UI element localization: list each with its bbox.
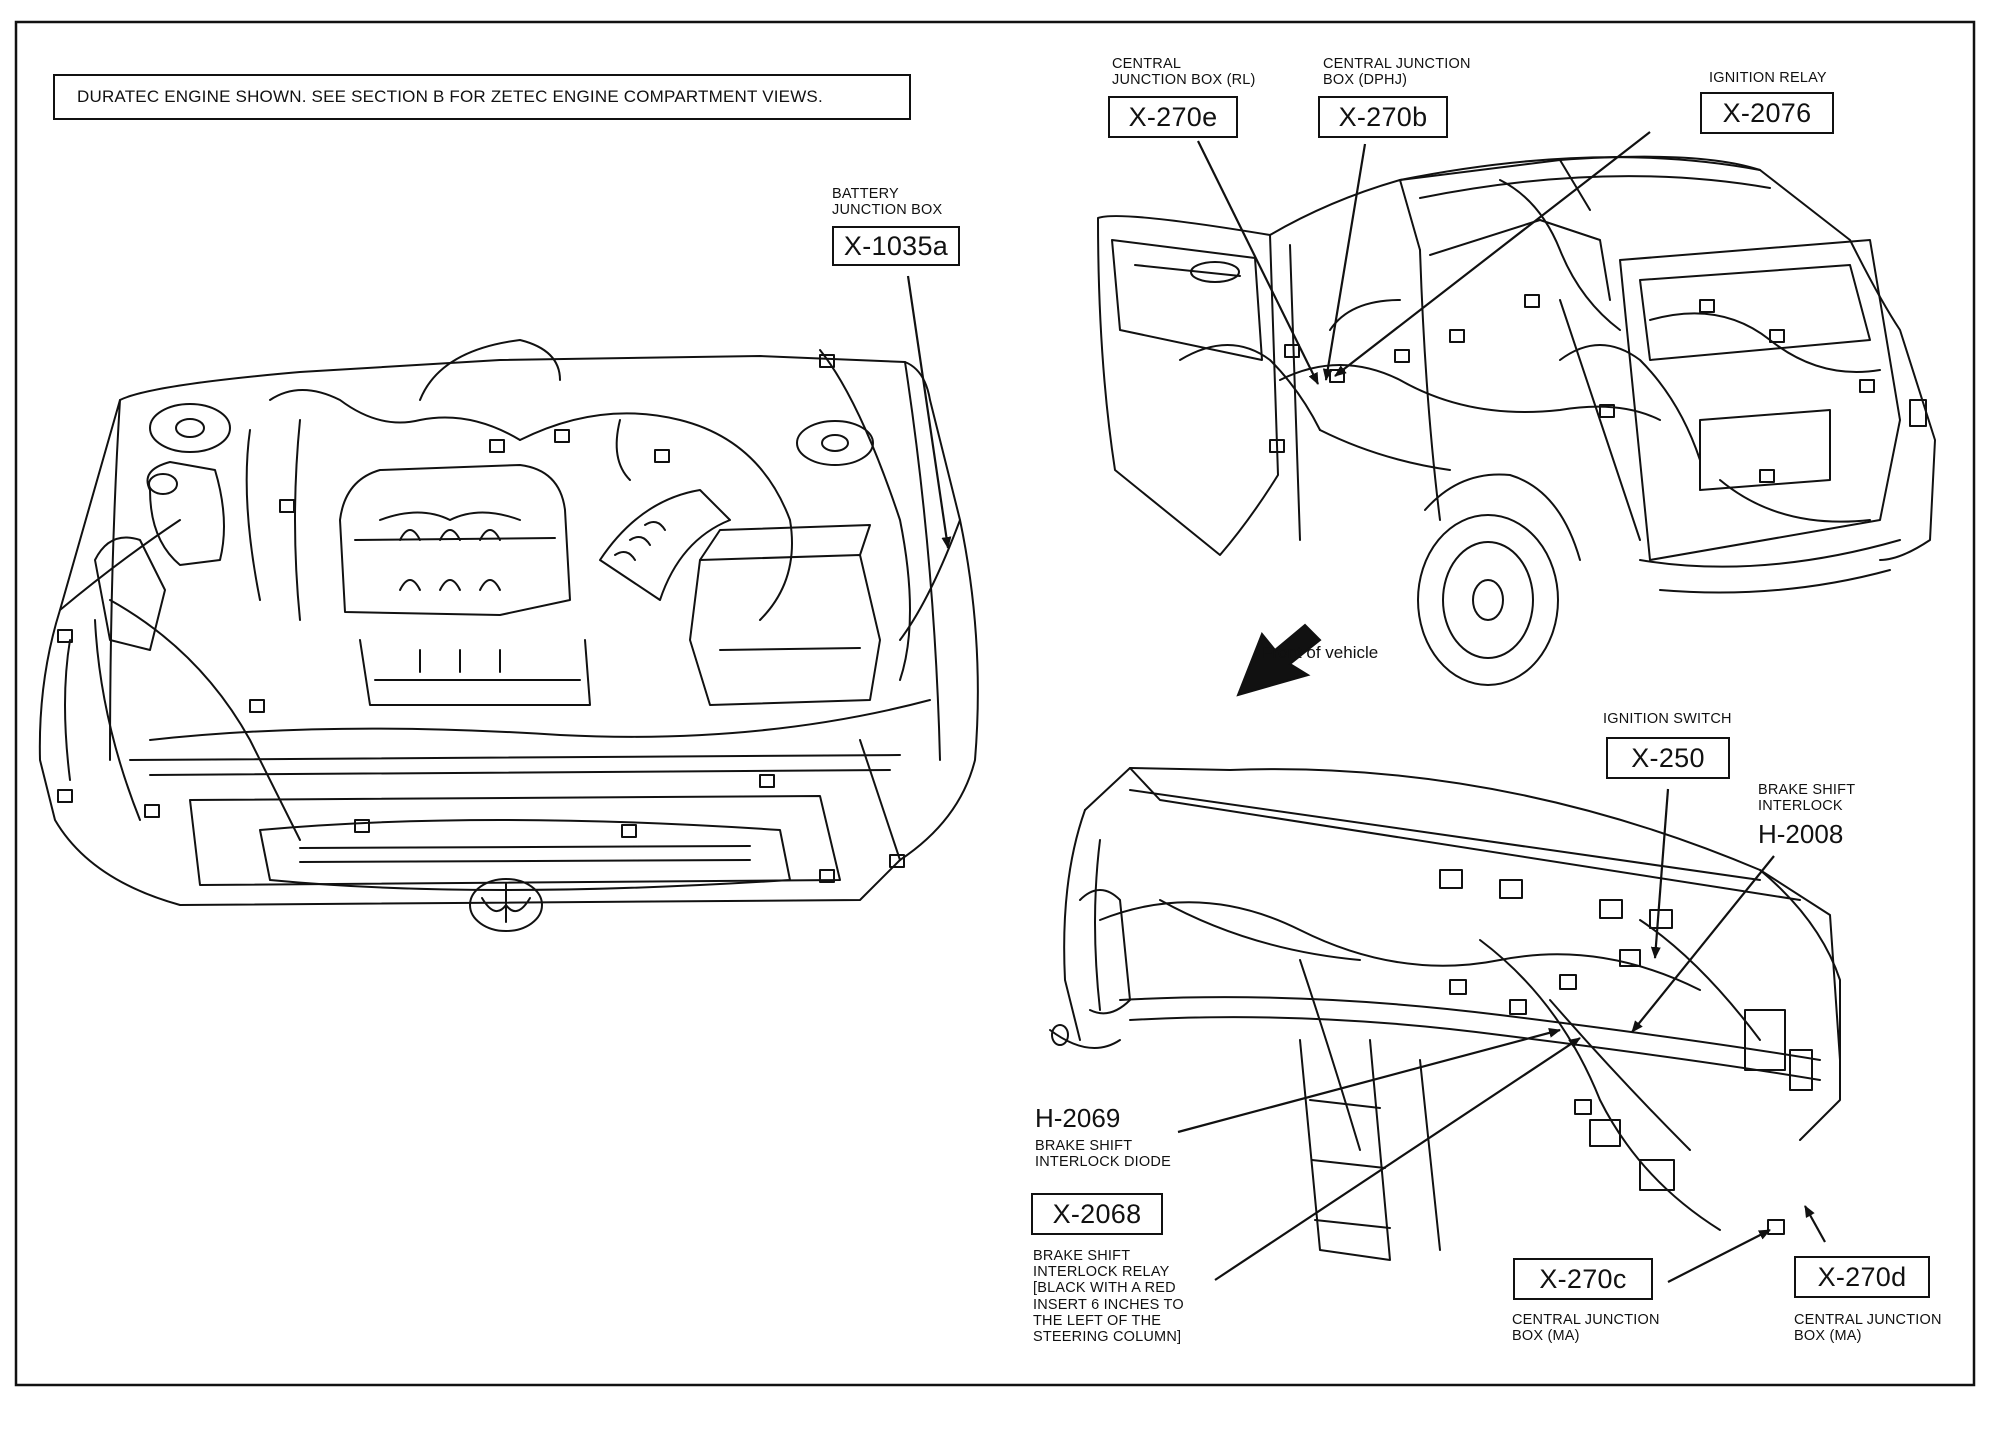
desc-line: CENTRAL JUNCTION xyxy=(1794,1312,1942,1328)
cjb-ma-d-desc: CENTRAL JUNCTION BOX (MA) xyxy=(1794,1312,1942,1344)
desc-line: STEERING COLUMN] xyxy=(1033,1329,1182,1346)
instrument-panel-drawing xyxy=(1049,767,1841,1261)
cjb-rl-desc: CENTRAL JUNCTION BOX (RL) xyxy=(1112,56,1256,88)
desc-line: BRAKE SHIFT xyxy=(1033,1248,1131,1264)
battery-jb-desc: BATTERY JUNCTION BOX xyxy=(832,186,942,218)
leader-x1035a xyxy=(906,275,952,549)
leader-x2068 xyxy=(1214,1037,1581,1281)
leader-h2008 xyxy=(1631,855,1775,1033)
vehicle-body-drawing xyxy=(1097,155,1936,686)
desc-line: IGNITION SWITCH xyxy=(1603,711,1732,727)
cjb-ma-c-desc: CENTRAL JUNCTION BOX (MA) xyxy=(1512,1312,1660,1344)
leader-x270b xyxy=(1322,143,1367,381)
desc-line: BRAKE SHIFT xyxy=(1035,1138,1133,1154)
desc-line: BOX (MA) xyxy=(1794,1328,1862,1345)
desc-line: BRAKE SHIFT xyxy=(1758,782,1856,798)
desc-line: INTERLOCK DIODE xyxy=(1035,1154,1171,1171)
leader-x2076 xyxy=(1334,131,1651,377)
leader-x250 xyxy=(1650,788,1670,959)
brake-interlock-desc: BRAKE SHIFT INTERLOCK xyxy=(1758,782,1855,814)
desc-line: BOX (DPHJ) xyxy=(1323,72,1408,89)
leader-x270c xyxy=(1667,1229,1771,1283)
callout-box-x270d: X-270d xyxy=(1794,1256,1930,1298)
callout-leaders xyxy=(906,131,1826,1283)
desc-line: INTERLOCK RELAY xyxy=(1033,1264,1170,1281)
desc-line: CENTRAL JUNCTION xyxy=(1512,1312,1660,1328)
desc-line: [BLACK WITH A RED xyxy=(1033,1280,1176,1297)
desc-line: JUNCTION BOX (RL) xyxy=(1112,72,1256,89)
desc-line: IGNITION RELAY xyxy=(1709,70,1827,86)
cjb-dphj-desc: CENTRAL JUNCTION BOX (DPHJ) xyxy=(1323,56,1471,88)
front-of-vehicle-arrow xyxy=(1236,623,1322,697)
desc-line: CENTRAL xyxy=(1112,56,1182,72)
desc-line: BOX (MA) xyxy=(1512,1328,1580,1345)
callout-box-x2076: X-2076 xyxy=(1700,92,1834,134)
callout-box-x270b: X-270b xyxy=(1318,96,1448,138)
engine-compartment-drawing xyxy=(38,339,979,932)
desc-line: JUNCTION BOX xyxy=(832,202,943,219)
desc-line: INTERLOCK xyxy=(1758,798,1843,815)
desc-line: THE LEFT OF THE xyxy=(1033,1312,1162,1329)
interlock-diode-desc: BRAKE SHIFT INTERLOCK DIODE xyxy=(1035,1138,1171,1170)
callout-box-x270e: X-270e xyxy=(1108,96,1238,138)
callout-box-x2068: X-2068 xyxy=(1031,1193,1163,1235)
leader-x270e xyxy=(1197,140,1319,385)
desc-line: BATTERY xyxy=(832,186,899,202)
callout-box-x1035a: X-1035a xyxy=(832,226,960,266)
front-of-vehicle-label: Front of vehicle xyxy=(1262,643,1379,662)
desc-line: CENTRAL JUNCTION xyxy=(1323,56,1471,72)
interlock-relay-desc: BRAKE SHIFT INTERLOCK RELAY [BLACK WITH … xyxy=(1033,1248,1184,1345)
callout-label-h2008: H-2008 xyxy=(1758,819,1844,849)
desc-line: INSERT 6 INCHES TO xyxy=(1033,1296,1184,1313)
callout-label-h2069: H-2069 xyxy=(1035,1103,1121,1133)
callout-box-x270c: X-270c xyxy=(1513,1258,1653,1300)
leader-x270d xyxy=(1804,1205,1826,1243)
header-note: DURATEC ENGINE SHOWN. SEE SECTION B FOR … xyxy=(53,74,911,120)
page-frame xyxy=(14,20,1976,1387)
leader-h2069 xyxy=(1177,1028,1561,1134)
callout-box-x250: X-250 xyxy=(1606,737,1730,779)
ign-relay-desc: IGNITION RELAY xyxy=(1709,70,1827,86)
ign-switch-desc: IGNITION SWITCH xyxy=(1603,711,1732,727)
